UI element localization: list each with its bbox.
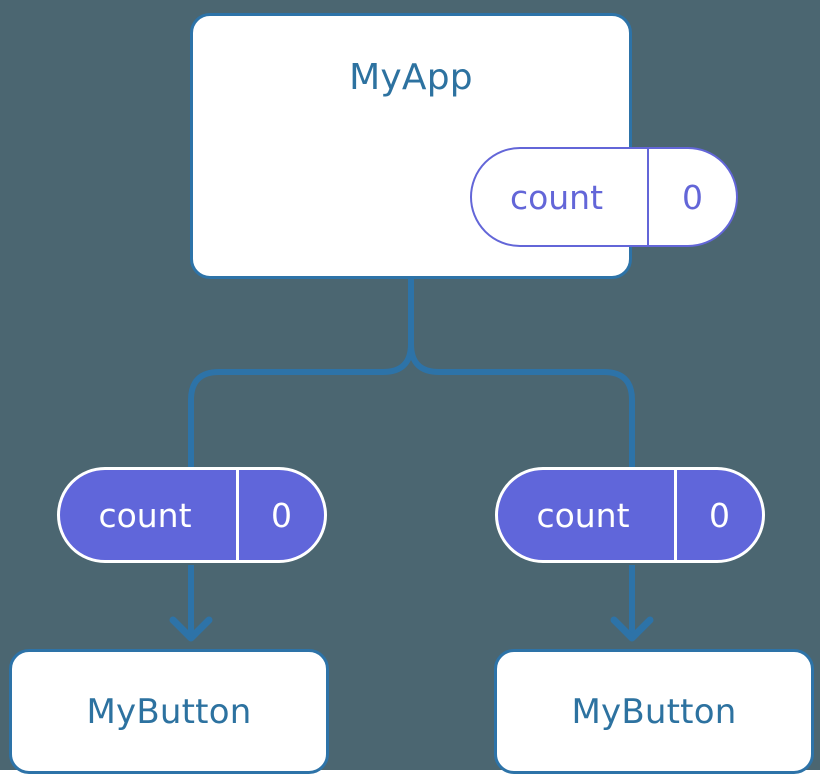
connector-branch-right [408, 343, 635, 470]
arrow-left-state-to-button [169, 565, 213, 642]
component-node-mybutton-left[interactable]: MyButton [9, 649, 329, 774]
state-value: 0 [674, 470, 762, 560]
state-key: count [98, 495, 192, 535]
state-value: 0 [236, 470, 324, 560]
state-key: count [509, 177, 604, 217]
component-title: MyApp [349, 57, 473, 98]
state-pill-root[interactable]: count 0 [470, 147, 738, 247]
state-pill-child-right[interactable]: count 0 [495, 467, 765, 563]
component-node-myapp[interactable]: MyApp count 0 [190, 13, 738, 279]
state-value: 0 [647, 149, 736, 245]
component-node-mybutton-right[interactable]: MyButton [494, 649, 814, 774]
arrow-right-state-to-button [610, 565, 654, 642]
state-pill-child-left[interactable]: count 0 [57, 467, 327, 563]
state-key: count [536, 495, 630, 535]
component-title: MyButton [86, 691, 252, 732]
component-title: MyButton [571, 691, 737, 732]
connector-branch-left [188, 343, 414, 470]
